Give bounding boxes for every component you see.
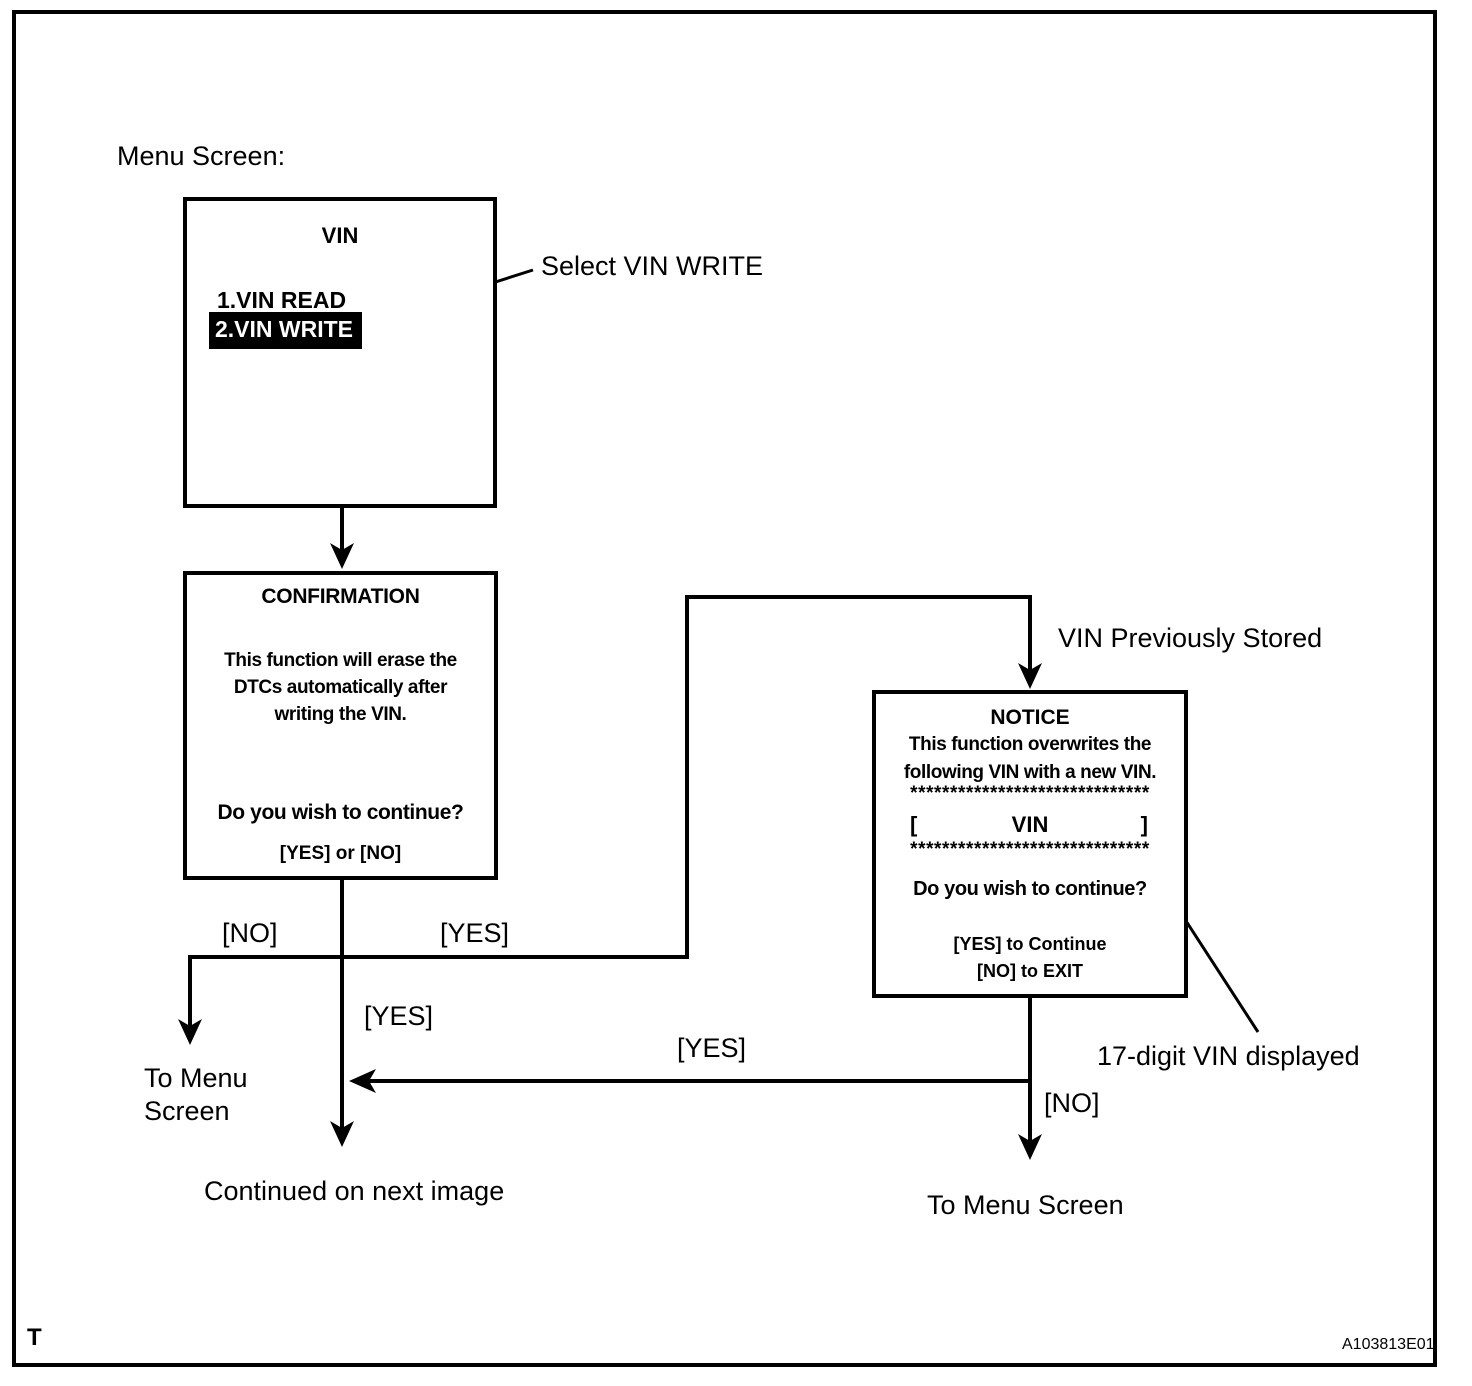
notice-question: Do you wish to continue?	[913, 878, 1147, 900]
arrowhead-menu-to-confirmation	[330, 543, 354, 569]
figure-code: A103813E01	[1342, 1336, 1435, 1353]
vin-digits-displayed-annotation: 17-digit VIN displayed	[1097, 1041, 1360, 1071]
confirmation-body: This function will erase the DTCs automa…	[187, 647, 494, 728]
confirmation-screen: CONFIRMATION This function will erase th…	[183, 571, 498, 880]
to-menu-screen-left-line: To Menu	[144, 1063, 248, 1093]
to-menu-screen-right: To Menu Screen	[927, 1190, 1124, 1220]
arrowhead-into-notice	[1018, 663, 1042, 689]
notice-option-no: [NO] to EXIT	[977, 961, 1083, 981]
arrowhead-to-menu-left	[178, 1019, 202, 1045]
arrowhead-yes-return	[349, 1069, 376, 1093]
arrowhead-continued	[330, 1121, 354, 1147]
vin-bracket-open: [	[910, 812, 918, 837]
edge-label-yes-top: [YES]	[440, 918, 510, 948]
notice-body-line: following VIN with a new VIN.	[903, 762, 1157, 783]
edge-label-no-right: [NO]	[1044, 1088, 1100, 1118]
to-menu-screen-left: To Menu Screen	[144, 1062, 248, 1128]
vin-bracket-close: ]	[1140, 812, 1148, 837]
confirmation-body-line: writing the VIN.	[274, 704, 407, 725]
confirmation-options: [YES] or [NO]	[279, 843, 402, 864]
menu-screen-heading: Menu Screen:	[117, 141, 286, 171]
arrowhead-to-menu-right	[1018, 1134, 1042, 1160]
confirmation-body-line: DTCs automatically after	[233, 677, 448, 698]
vin-field-label: VIN	[1011, 812, 1049, 837]
confirmation-question: Do you wish to continue?	[217, 801, 464, 824]
notice-screen: NOTICE This function overwrites the foll…	[872, 690, 1188, 998]
notice-body: This function overwrites the following V…	[876, 731, 1184, 787]
select-vin-write-annotation: Select VIN WRITE	[541, 251, 764, 281]
page-border	[12, 10, 1437, 1367]
connector-yes-riser	[685, 595, 1032, 959]
vin-menu-title: VIN	[321, 223, 359, 248]
vin-menu-screen: VIN 1.VIN READ 2.VIN WRITE	[183, 197, 497, 508]
notice-stars-bottom: ******************************	[910, 839, 1150, 860]
edge-label-yes-center: [YES]	[364, 1001, 434, 1031]
edge-label-no-left: [NO]	[222, 918, 278, 948]
footer-left-mark: T	[27, 1324, 42, 1351]
menu-item-vin-read: 1.VIN READ	[217, 287, 347, 313]
confirmation-body-line: This function will erase the	[224, 650, 457, 671]
notice-option-yes: [YES] to Continue	[953, 934, 1107, 954]
edge-label-yes-return: [YES]	[677, 1033, 747, 1063]
notice-body-line: This function overwrites the	[908, 734, 1152, 755]
notice-title: NOTICE	[990, 706, 1070, 729]
confirmation-title: CONFIRMATION	[261, 585, 420, 608]
continued-on-next-image: Continued on next image	[204, 1176, 505, 1206]
menu-item-vin-write-highlighted: 2.VIN WRITE	[209, 312, 363, 349]
vin-previously-stored-annotation: VIN Previously Stored	[1058, 623, 1323, 653]
notice-stars-top: ******************************	[910, 783, 1150, 804]
notice-vin-row: [ VIN ]	[876, 812, 1184, 838]
to-menu-screen-left-line: Screen	[144, 1096, 230, 1126]
